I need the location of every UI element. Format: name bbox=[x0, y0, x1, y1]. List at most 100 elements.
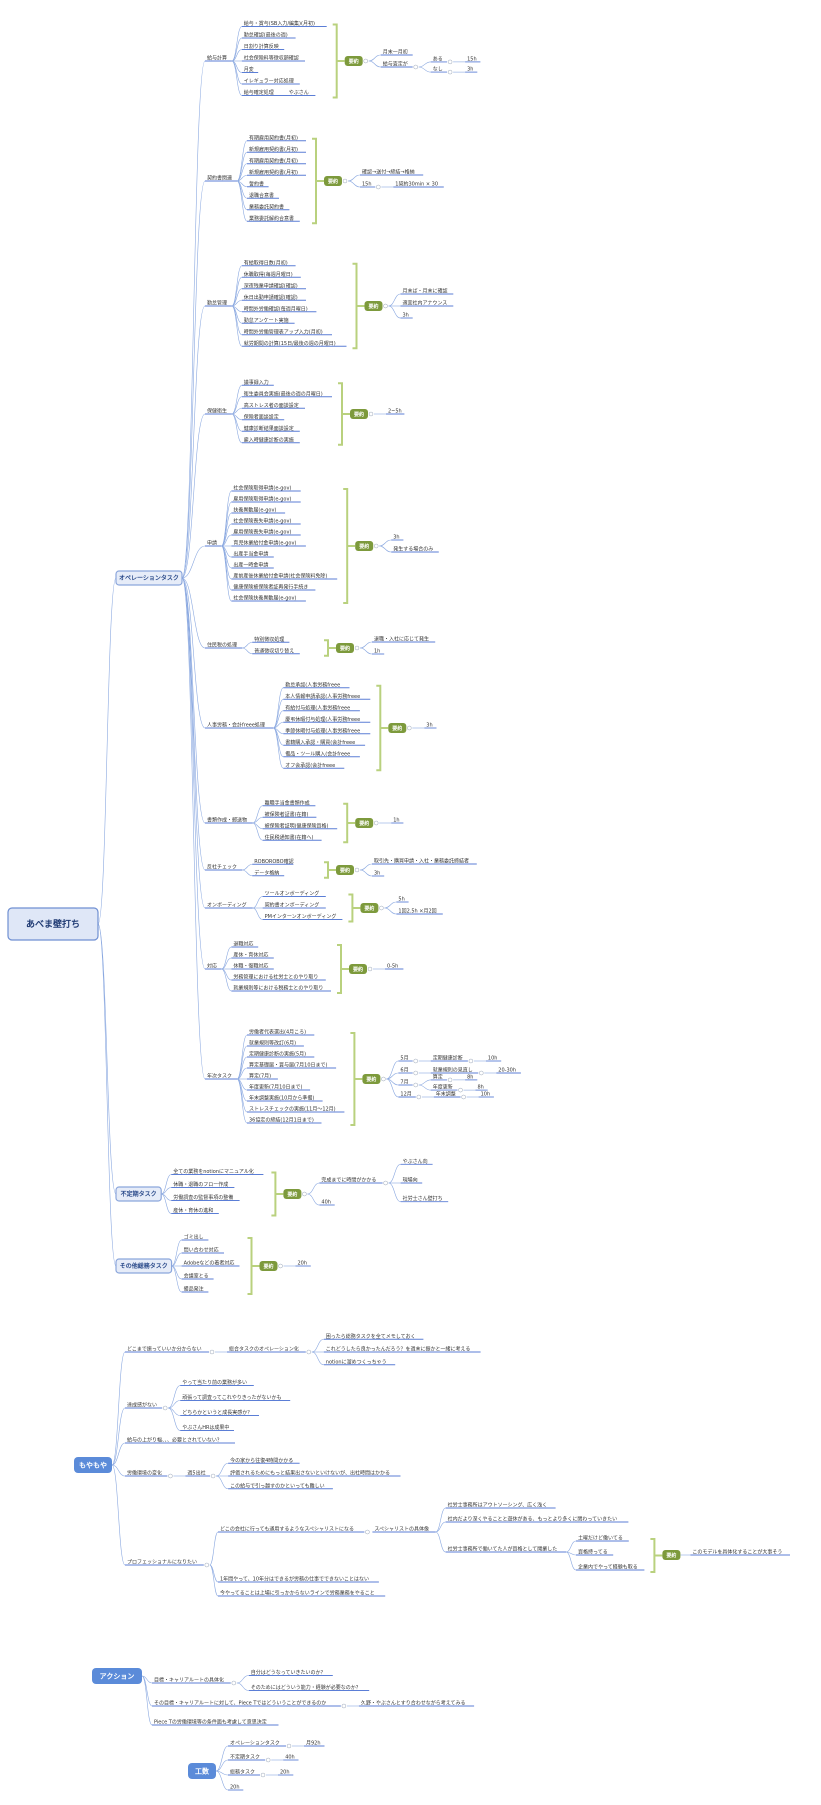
item-label[interactable]: 産休・育休対応 bbox=[231, 952, 274, 959]
collapse-toggle-icon[interactable] bbox=[376, 184, 381, 190]
tree-node[interactable]: 20h bbox=[278, 1770, 294, 1776]
item-label[interactable]: 労働調査の監督事項の整備 bbox=[171, 1194, 240, 1201]
kousuu-item[interactable]: オペレーションタスク bbox=[228, 1740, 286, 1747]
item-label[interactable]: 定期健康診断の実施(5月) bbox=[247, 1051, 315, 1058]
item-label[interactable]: 備品・ツール購入(会計freee bbox=[283, 750, 360, 757]
item-label[interactable]: 退職合意書 bbox=[247, 192, 279, 199]
tree-node[interactable]: 7月 bbox=[398, 1080, 413, 1086]
group-label[interactable]: 対応 bbox=[205, 963, 222, 970]
tree-node[interactable]: 企業内でやって経験も取る bbox=[576, 1564, 645, 1571]
item-label[interactable]: 書籍購入承認・購買(会計freee bbox=[283, 739, 366, 746]
collapse-toggle-icon[interactable] bbox=[379, 905, 384, 911]
tree-node[interactable]: 就業規則の見直し bbox=[430, 1067, 479, 1074]
group-label[interactable]: 年次タスク bbox=[205, 1073, 237, 1080]
tree-node[interactable]: 月末ば・月末に確認 bbox=[400, 288, 454, 295]
group-label[interactable]: 書類作成・郵送物 bbox=[205, 817, 253, 824]
item-label[interactable]: 新規雇用契約書(月初) bbox=[247, 146, 306, 153]
collapse-toggle-icon[interactable] bbox=[209, 1349, 215, 1355]
item-label[interactable]: 月変 bbox=[241, 66, 259, 73]
tree-node[interactable]: 給与査定が bbox=[380, 61, 413, 68]
tree-node[interactable]: 社労士事務所はアウトソーシング、広く浅く bbox=[445, 1502, 556, 1509]
branch-1[interactable]: 不定期タスク bbox=[115, 1186, 162, 1202]
tree-node[interactable]: 3h bbox=[424, 723, 437, 729]
item-label[interactable]: 高ストレス者の面談設定 bbox=[241, 402, 305, 409]
item-label[interactable]: 普通徴収切り替え bbox=[252, 647, 300, 654]
tree-node[interactable]: 40h bbox=[319, 1200, 335, 1206]
collapse-toggle-icon[interactable] bbox=[365, 1529, 370, 1535]
item-label[interactable]: ゴミ出し bbox=[181, 1234, 209, 1241]
group-label[interactable]: 住民税の処理 bbox=[205, 642, 243, 649]
item-label[interactable]: 健康保険被保険者証再発行手続き bbox=[231, 584, 316, 591]
tree-node[interactable]: スペシャリストの具体像 bbox=[372, 1526, 436, 1533]
collapse-toggle-icon[interactable] bbox=[260, 1772, 266, 1778]
tree-node[interactable]: 資格持ってる bbox=[576, 1549, 614, 1556]
group-label[interactable]: オンボーディング bbox=[205, 902, 253, 909]
kousuu-item[interactable]: 総務タスク bbox=[228, 1769, 260, 1776]
item-label[interactable]: 有期雇用契約書(月初) bbox=[247, 134, 306, 141]
tree-node[interactable]: 土曜だけど働いてる bbox=[576, 1535, 629, 1542]
tree-node[interactable]: 15h bbox=[360, 182, 376, 188]
collapse-toggle-icon[interactable] bbox=[381, 1076, 386, 1082]
summary-badge[interactable]: 要約 bbox=[362, 1074, 381, 1084]
item-label[interactable]: 退職対応 bbox=[231, 941, 259, 948]
tree-node[interactable]: 月92h bbox=[304, 1741, 325, 1747]
tree-node[interactable]: 定期健康診断 bbox=[430, 1055, 468, 1062]
collapse-toggle-icon[interactable] bbox=[367, 966, 373, 972]
group-label[interactable]: 給与計算 bbox=[205, 55, 232, 62]
item-label[interactable]: 被保険者証書(在籍) bbox=[262, 811, 317, 818]
tree-node[interactable]: 発生する場合のみ bbox=[391, 546, 439, 553]
tree-node[interactable]: 社労士さん壁打ち bbox=[400, 1195, 449, 1202]
item-label[interactable]: ROBOROBO確認 bbox=[252, 858, 294, 865]
collapse-toggle-icon[interactable] bbox=[407, 725, 412, 731]
tree-node[interactable]: 8h bbox=[465, 1074, 478, 1080]
tree-node[interactable]: なし bbox=[430, 66, 448, 73]
item-label[interactable]: 被保険者証明(健康保険資格) bbox=[262, 822, 338, 829]
item-label[interactable]: 日割り計算反映 bbox=[241, 43, 285, 50]
tree-node[interactable]: 現場向 bbox=[400, 1177, 423, 1184]
item-label[interactable]: 健康診断結果面談設定 bbox=[241, 425, 300, 432]
tree-node[interactable]: 40h bbox=[283, 1755, 299, 1761]
tree-node[interactable]: やぶさんHRは成果中 bbox=[180, 1424, 234, 1431]
collapse-toggle-icon[interactable] bbox=[373, 543, 379, 549]
group-label[interactable]: 保健衛生 bbox=[205, 408, 232, 415]
tree-node[interactable]: 1h bbox=[391, 818, 404, 824]
summary-badge[interactable]: 要約 bbox=[364, 301, 383, 311]
item-label[interactable]: ストレスチェックの実施(11月〜12月) bbox=[247, 1106, 345, 1113]
item-label[interactable]: 就業規則等改訂(6月) bbox=[247, 1040, 304, 1047]
collapse-toggle-icon[interactable] bbox=[342, 178, 348, 184]
item-label[interactable]: 本人情報申請承認(人事労務freee bbox=[283, 693, 371, 700]
summary-badge[interactable]: 要約 bbox=[324, 176, 342, 186]
item-label[interactable]: 算定(7月) bbox=[247, 1073, 278, 1080]
tree-node[interactable]: 3h bbox=[372, 871, 385, 877]
tree-node[interactable]: 1回2.5h ×月2回 bbox=[396, 909, 443, 915]
collapse-toggle-icon[interactable] bbox=[413, 1058, 418, 1064]
group-label[interactable]: 勤怠管理 bbox=[205, 300, 232, 307]
summary-badge[interactable]: 要約 bbox=[355, 818, 374, 828]
item-label[interactable]: 労務管理における社労士とのやり取り bbox=[231, 974, 326, 981]
tree-node[interactable]: これどうしたら良かったんだろう？を週末に振かと一緒に考える bbox=[323, 1346, 481, 1353]
tree-node[interactable]: どちらかというと成長実感か？ bbox=[180, 1409, 259, 1416]
item-label[interactable]: Adobeなどの着者対応 bbox=[181, 1260, 240, 1267]
tree-node[interactable]: 困ったら総務タスクを全てメモしておく bbox=[323, 1333, 424, 1340]
item-label[interactable]: 雇用保険取得申請(e-gov) bbox=[231, 496, 301, 503]
group-label[interactable]: 契約書関連 bbox=[205, 175, 237, 182]
item-label[interactable]: 出産手当金申請 bbox=[231, 551, 274, 558]
tree-node[interactable]: 評価されるためにもっと結果出さないといけないが、出社時間はかかる bbox=[228, 1470, 401, 1477]
item-label[interactable]: ツールオンボーディング bbox=[262, 890, 326, 897]
item-label[interactable]: 住民税通知書(在籍へ) bbox=[262, 834, 322, 841]
item-label[interactable]: 離職手当金書類作成 bbox=[262, 799, 316, 806]
item-label[interactable]: 社会保険取得申請(e-gov) bbox=[231, 485, 301, 492]
item-label[interactable]: 雇入時健康診断の実施 bbox=[241, 436, 300, 443]
item-label[interactable]: イレギュラー対応処理 bbox=[241, 78, 300, 85]
tree-node[interactable]: 2~5h bbox=[386, 409, 405, 415]
tree-node[interactable]: この給与で引っ越すのかといっても難しい bbox=[228, 1482, 333, 1489]
group-label[interactable]: 申請 bbox=[205, 540, 222, 547]
collapse-toggle-icon[interactable] bbox=[278, 1263, 283, 1269]
collapse-toggle-icon[interactable] bbox=[286, 1743, 292, 1749]
tree-node[interactable]: そのためにはどういう能力・経験が必要なのか？ bbox=[248, 1684, 370, 1691]
item-label[interactable]: 休日出勤申請確認(確認) bbox=[241, 294, 306, 301]
tree-node[interactable]: 6月 bbox=[398, 1068, 413, 1074]
tree-node[interactable]: 5h bbox=[396, 897, 409, 903]
collapse-toggle-icon[interactable] bbox=[416, 1094, 422, 1100]
collapse-toggle-icon[interactable] bbox=[168, 1473, 173, 1479]
